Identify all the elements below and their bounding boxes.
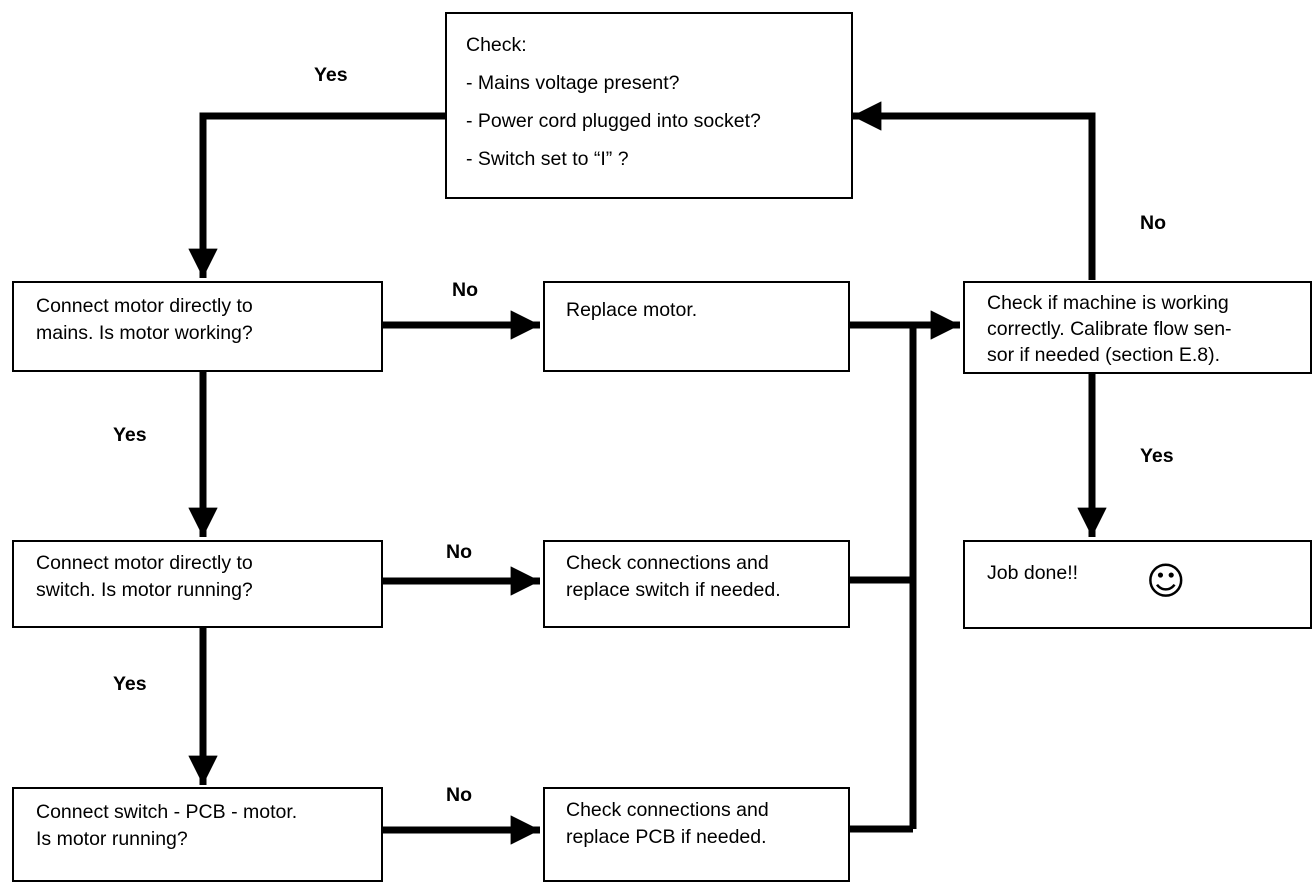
pcb-test-box: Connect switch - PCB - motor. Is motor r… [12, 787, 383, 882]
label-no-pcb: No [446, 784, 472, 806]
connector-check-machine-to-check [852, 101, 1096, 280]
check-switch-box: Check connections and replace switch if … [543, 540, 850, 628]
pcb-test-line: Is motor running? [36, 827, 188, 850]
replace-motor-line: Replace motor. [566, 299, 698, 321]
label-no-machine: No [1140, 212, 1166, 234]
check-power-line: Check: [466, 34, 527, 56]
check-machine-box: Check if machine is working correctly. C… [963, 281, 1312, 374]
check-machine-line: Check if machine is working [987, 292, 1229, 314]
switch-test-box: Connect motor directly to switch. Is mot… [12, 540, 383, 628]
check-pcb-line: replace PCB if needed. [566, 825, 767, 848]
label-yes-machine: Yes [1140, 445, 1174, 467]
check-pcb-box: Check connections and replace PCB if nee… [543, 787, 850, 882]
check-power-line: - Mains voltage present? [466, 72, 680, 95]
check-power-box: Check: - Mains voltage present? - Power … [445, 12, 853, 199]
label-yes-mains: Yes [113, 424, 147, 446]
check-power-line: - Switch set to “I” ? [466, 148, 629, 171]
check-switch-line: Check connections and [566, 552, 769, 574]
label-yes-check: Yes [314, 64, 348, 86]
replace-motor-box: Replace motor. [543, 281, 850, 372]
switch-test-line: Connect motor directly to [36, 552, 253, 574]
smiley-face-icon: ☺ [1146, 559, 1186, 603]
connector-check-to-mains [188, 112, 446, 278]
check-machine-line: sor if needed (section E.8). [987, 343, 1221, 366]
mains-test-box: Connect motor directly to mains. Is moto… [12, 281, 383, 372]
job-done-text: Job done!! [987, 562, 1079, 584]
check-power-line: - Power cord plugged into socket? [466, 110, 761, 133]
check-switch-line: replace switch if needed. [566, 578, 781, 601]
label-yes-switch: Yes [113, 673, 147, 695]
check-pcb-line: Check connections and [566, 799, 769, 821]
mains-test-line: Connect motor directly to [36, 295, 253, 317]
job-done-box: Job done!! ☺ [963, 540, 1312, 629]
switch-test-line: switch. Is motor running? [36, 578, 253, 601]
label-no-mains: No [452, 279, 478, 301]
pcb-test-line: Connect switch - PCB - motor. [36, 801, 298, 823]
mains-test-line: mains. Is motor working? [36, 321, 253, 344]
check-machine-line: correctly. Calibrate flow sen- [987, 317, 1232, 340]
label-no-switch: No [446, 541, 472, 563]
